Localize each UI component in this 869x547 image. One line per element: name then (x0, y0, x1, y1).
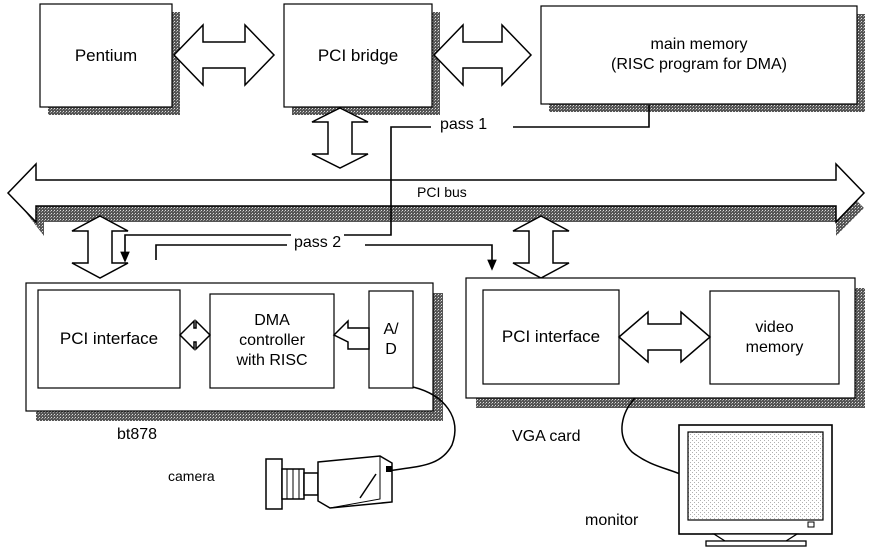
camera-label: camera (168, 468, 215, 484)
pci-bridge-label: PCI bridge (284, 4, 432, 107)
ad-converter-label: A/ D (369, 291, 413, 388)
vga-card-label: VGA card (512, 428, 580, 446)
main-memory-line2: (RISC program for DMA) (611, 55, 787, 75)
bus-bt878-arrow (72, 216, 128, 278)
main-memory-line1: main memory (651, 35, 748, 55)
pass2-label: pass 2 (291, 234, 344, 252)
vga-pci-interface-label: PCI interface (483, 290, 619, 384)
camera-icon (266, 456, 392, 509)
bt878-label: bt878 (117, 426, 157, 444)
video-memory-label: video memory (710, 291, 839, 384)
bridge-memory-arrow (434, 25, 531, 85)
bridge-bus-arrow (312, 108, 368, 168)
bt878-pci-interface-label: PCI interface (38, 290, 180, 388)
dma-line3: with RISC (236, 351, 307, 371)
dma-line2: controller (239, 331, 305, 351)
monitor-cable (622, 398, 680, 474)
video-memory-line1: video (755, 318, 793, 338)
dma-line1: DMA (254, 311, 290, 331)
ad-line1: A/ (383, 320, 398, 340)
pentium-label: Pentium (40, 4, 172, 107)
monitor-label: monitor (585, 512, 638, 530)
pentium-bridge-arrow (174, 25, 274, 85)
pci-bus-label: PCI bus (417, 184, 467, 200)
dma-controller-label: DMA controller with RISC (210, 294, 334, 388)
monitor-icon (679, 425, 832, 546)
pass1-label: pass 1 (437, 116, 490, 134)
main-memory-label: main memory (RISC program for DMA) (541, 30, 857, 80)
bus-vga-arrow (513, 216, 569, 278)
ad-line2: D (385, 340, 397, 360)
video-memory-line2: memory (746, 338, 804, 358)
